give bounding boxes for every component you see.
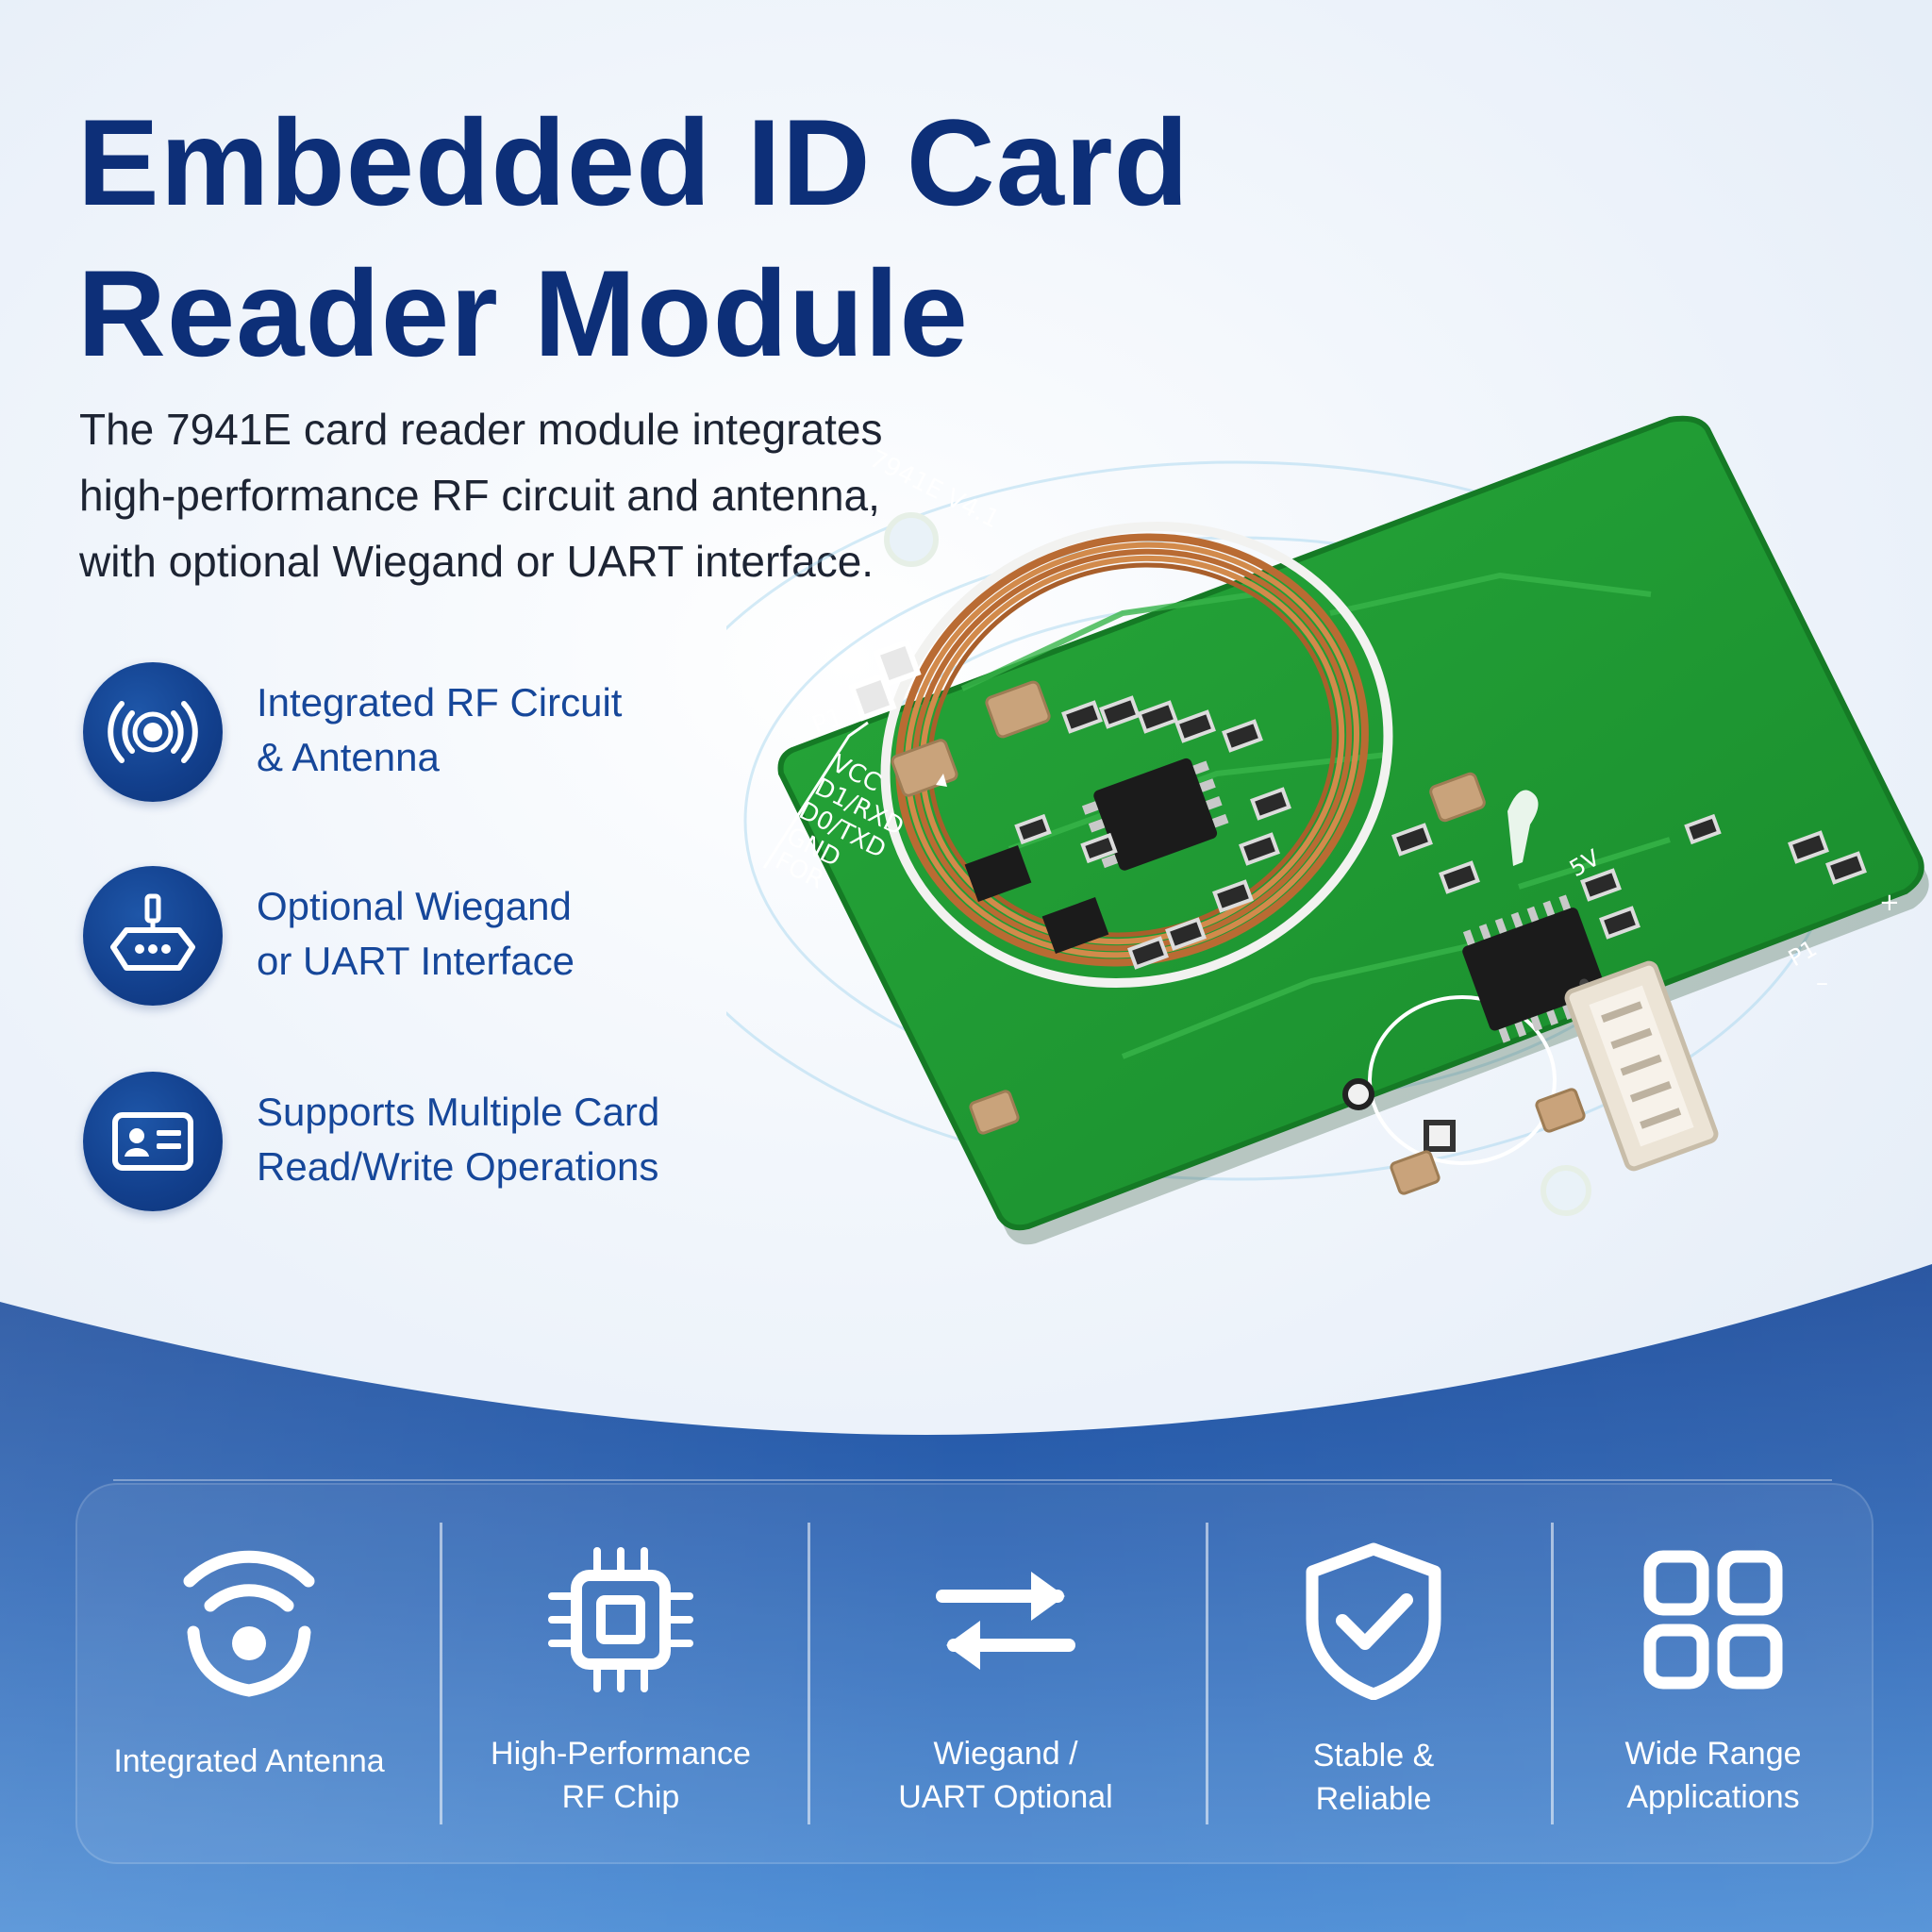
panel-divider xyxy=(1206,1523,1208,1824)
feature-line-1: Supports Multiple Card xyxy=(257,1090,660,1134)
buzzer-outline xyxy=(1368,995,1557,1165)
highlight-line-1: Wide Range xyxy=(1624,1736,1802,1772)
mounting-hole xyxy=(1541,1165,1591,1216)
highlight-line-1: Wiegand / xyxy=(933,1736,1078,1772)
feature-item-rf: Integrated RF Circuit & Antenna xyxy=(83,662,743,804)
highlight-line-2: Applications xyxy=(1626,1779,1800,1815)
highlight-label: Stable & Reliable xyxy=(1204,1734,1543,1821)
title-line-2: Reader Module xyxy=(77,244,969,382)
highlight-label: Integrated Antenna xyxy=(79,1740,419,1783)
highlight-line-2: RF Chip xyxy=(561,1779,680,1815)
highlight-label: High-Performance RF Chip xyxy=(451,1732,791,1819)
highlight-reliable: Stable & Reliable xyxy=(1204,1509,1543,1849)
minus-label: – xyxy=(1816,969,1828,997)
feature-badge xyxy=(83,662,223,802)
highlight-line-1: Integrated Antenna xyxy=(113,1743,385,1779)
feature-line-1: Optional Wiegand xyxy=(257,884,572,928)
pcb-board xyxy=(777,415,1924,1231)
highlights-panel xyxy=(75,1483,1874,1864)
mounting-hole xyxy=(884,512,939,567)
panel-divider xyxy=(1551,1523,1554,1824)
panel-divider xyxy=(808,1523,810,1824)
rf-signal-icon xyxy=(108,701,198,763)
feature-badge xyxy=(83,1072,223,1211)
shield-check-icon xyxy=(1306,1542,1441,1700)
chip-icon xyxy=(548,1547,693,1692)
grid-apps-icon xyxy=(1643,1550,1783,1690)
highlight-label: Wiegand / UART Optional xyxy=(836,1732,1175,1819)
highlight-rf-chip: High-Performance RF Chip xyxy=(451,1509,791,1849)
feature-item-card: Supports Multiple Card Read/Write Operat… xyxy=(83,1072,743,1213)
description-line-2: high-performance RF circuit and antenna, xyxy=(79,471,880,520)
board-model-label: 7941E V4.1 xyxy=(865,445,1004,535)
description-line-3: with optional Wiegand or UART interface. xyxy=(79,537,874,586)
panel-divider xyxy=(440,1523,442,1824)
highlight-line-2: UART Optional xyxy=(898,1779,1113,1815)
feature-text: Optional Wiegand or UART Interface xyxy=(257,879,747,989)
page-title: Embedded ID Card Reader Module xyxy=(77,87,1190,389)
highlight-interface: Wiegand / UART Optional xyxy=(836,1509,1175,1849)
highlight-label: Wide Range Applications xyxy=(1543,1732,1883,1819)
feature-line-2: or UART Interface xyxy=(257,939,575,983)
highlights-top-line xyxy=(113,1479,1832,1481)
description-line-1: The 7941E card reader module integrates xyxy=(79,405,883,454)
feature-text: Supports Multiple Card Read/Write Operat… xyxy=(257,1085,747,1194)
feature-line-2: & Antenna xyxy=(257,735,440,779)
pcb-board-graphic: 7941E V4.1 P1 VCC D1/RXD D0/TXD GND FOR … xyxy=(630,415,1929,1245)
id-card-icon xyxy=(112,1112,193,1171)
feature-line-1: Integrated RF Circuit xyxy=(257,680,623,724)
wire-connector xyxy=(1564,960,1719,1172)
highlight-applications: Wide Range Applications xyxy=(1543,1509,1883,1849)
feature-line-2: Read/Write Operations xyxy=(257,1144,659,1189)
highlight-integrated-antenna: Integrated Antenna xyxy=(79,1509,419,1849)
bidirectional-arrows-icon xyxy=(936,1572,1075,1670)
feature-item-interface: Optional Wiegand or UART Interface xyxy=(83,866,743,1008)
antenna-wifi-icon xyxy=(183,1550,315,1697)
feature-text: Integrated RF Circuit & Antenna xyxy=(257,675,747,785)
plus-label: + xyxy=(1879,889,1900,917)
highlight-line-1: High-Performance xyxy=(491,1736,751,1772)
highlight-line-2: Reliable xyxy=(1315,1781,1432,1817)
pcb-board-illustration: 7941E V4.1 P1 VCC D1/RXD D0/TXD GND FOR … xyxy=(630,377,1932,1321)
interface-connector-icon xyxy=(110,893,195,971)
title-line-1: Embedded ID Card xyxy=(77,93,1190,231)
highlight-line-1: Stable & xyxy=(1312,1738,1435,1774)
feature-badge xyxy=(83,866,223,1006)
product-description: The 7941E card reader module integrates … xyxy=(79,396,928,594)
